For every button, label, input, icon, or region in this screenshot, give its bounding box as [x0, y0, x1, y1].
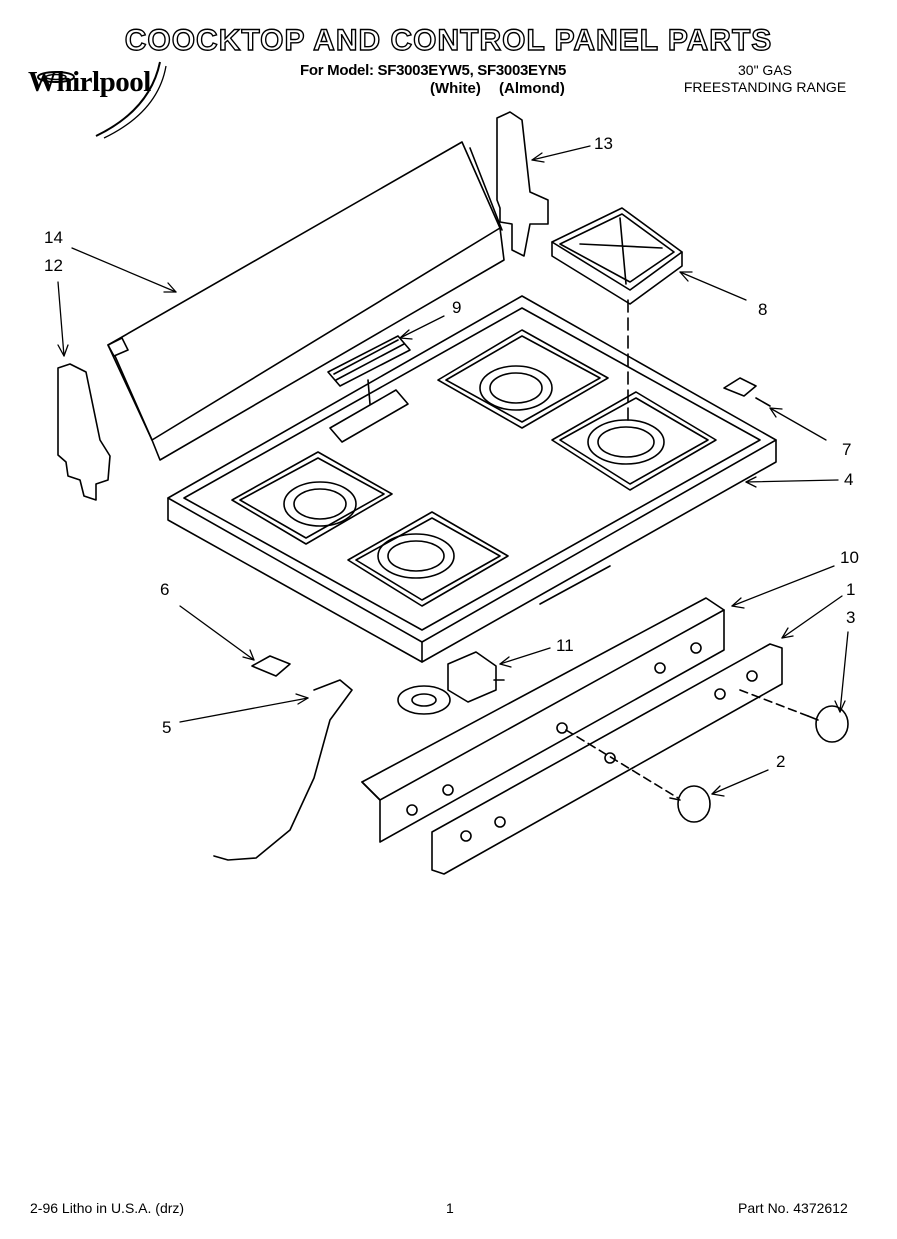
- variant-white: (White): [430, 80, 481, 97]
- range-type-size: 30" GAS: [738, 62, 792, 78]
- callout-6: 6: [160, 580, 170, 599]
- variant-almond: (Almond): [499, 80, 565, 97]
- leader-lines: [57, 145, 849, 797]
- side-trim-left: [57, 363, 111, 501]
- callout-4: 4: [844, 470, 854, 489]
- callout-9: 9: [452, 298, 462, 317]
- footer-part-number: Part No. 4372612: [738, 1200, 848, 1216]
- nameplate: [327, 335, 411, 405]
- brand-logo: Whirlpool: [28, 66, 151, 98]
- control-panel-front: [431, 643, 783, 875]
- callout-3: 3: [846, 608, 856, 627]
- callout-10: 10: [840, 548, 859, 567]
- model-variants: (White) (Almond): [430, 80, 579, 97]
- callout-11: 11: [556, 636, 574, 655]
- callout-5: 5: [162, 718, 172, 737]
- range-type-kind: FREESTANDING RANGE: [683, 79, 847, 95]
- knob-2: [669, 785, 711, 823]
- callout-13: 13: [594, 134, 613, 153]
- footer-litho: 2-96 Litho in U.S.A. (drz): [30, 1200, 185, 1216]
- clip-part: [723, 377, 771, 407]
- bracket-part: [251, 655, 291, 677]
- backguard-panel: [107, 141, 505, 461]
- callout-1: 1: [846, 580, 856, 599]
- knob-3: [565, 689, 849, 799]
- callout-12: 12: [44, 256, 63, 275]
- side-trim-right: [496, 111, 549, 257]
- burner-grate: [551, 207, 683, 421]
- model-line: For Model: SF3003EYW5, SF3003EYN5: [300, 62, 567, 79]
- footer-page-number: 1: [446, 1200, 454, 1216]
- control-panel-rear: [361, 597, 725, 843]
- callout-14: 14: [44, 228, 63, 247]
- callout-8: 8: [758, 300, 768, 319]
- valve-assembly: [397, 651, 505, 715]
- callout-7: 7: [842, 440, 852, 459]
- range-type: 30" GAS FREESTANDING RANGE: [650, 62, 880, 96]
- cooktop-main: [167, 295, 777, 663]
- ignition-wire: [213, 679, 353, 861]
- page-title: COOCKTOP AND CONTROL PANEL PARTS: [124, 23, 773, 57]
- callout-2: 2: [776, 752, 786, 771]
